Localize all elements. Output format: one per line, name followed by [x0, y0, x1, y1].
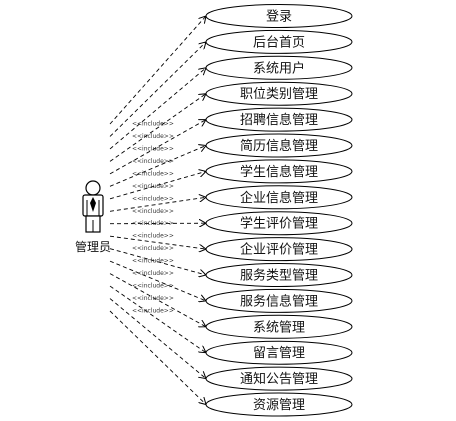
use-case-ellipse — [205, 263, 353, 287]
use-case[interactable]: 系统用户 — [205, 55, 353, 80]
use-case[interactable]: 企业信息管理 — [205, 185, 353, 210]
use-case[interactable]: 系统管理 — [205, 314, 353, 339]
use-case-label: 后台首页 — [253, 35, 305, 50]
include-label: <<include>> — [132, 208, 174, 215]
use-case-list: 登录后台首页系统用户职位类别管理招聘信息管理简历信息管理学生信息管理企业信息管理… — [205, 4, 353, 417]
use-case-ellipse — [205, 288, 353, 313]
use-case-label: 服务信息管理 — [240, 293, 318, 309]
use-case-label: 登录 — [266, 10, 292, 25]
use-case-label: 企业评价管理 — [240, 242, 318, 258]
include-arrow — [109, 310, 206, 405]
include-arrow — [109, 260, 206, 301]
use-case[interactable]: 留言管理 — [205, 340, 353, 365]
use-case-ellipse — [205, 107, 353, 132]
include-arrow — [109, 197, 206, 212]
include-label: <<include>> — [132, 170, 174, 177]
use-case-label: 简历信息管理 — [240, 138, 318, 154]
include-label: <<include>> — [132, 233, 174, 240]
use-case[interactable]: 登录 — [205, 4, 353, 28]
include-arrow — [109, 171, 206, 200]
actor[interactable]: 管理员 — [75, 180, 111, 254]
include-label: <<include>> — [132, 283, 174, 290]
include-arrow — [109, 235, 206, 249]
use-case-label: 职位类别管理 — [240, 87, 318, 102]
use-case[interactable]: 服务类型管理 — [205, 263, 353, 287]
use-case-label: 系统管理 — [253, 320, 305, 335]
include-label: <<include>> — [132, 158, 174, 165]
use-case[interactable]: 服务信息管理 — [205, 288, 353, 313]
use-case-label: 资源管理 — [253, 398, 305, 413]
use-case-ellipse — [205, 185, 353, 210]
include-links: <<include>> <<include>> <<include>> <<inclu… — [109, 16, 206, 405]
use-case-ellipse — [205, 29, 353, 54]
include-arrow — [109, 273, 206, 327]
use-case-ellipse — [205, 211, 353, 236]
include-arrow — [109, 248, 206, 275]
use-case[interactable]: 通知公告管理 — [205, 366, 353, 391]
include-arrow — [109, 120, 206, 175]
use-case-ellipse — [205, 366, 353, 391]
include-label: <<include>> — [132, 220, 174, 227]
use-case[interactable]: 后台首页 — [205, 29, 353, 54]
use-case-label: 服务类型管理 — [240, 268, 318, 284]
use-case[interactable]: 学生信息管理 — [205, 159, 353, 184]
use-case-label: 企业信息管理 — [240, 190, 318, 206]
use-case-ellipse — [205, 314, 353, 339]
use-case-ellipse — [205, 81, 353, 106]
use-case-label: 留言管理 — [253, 346, 305, 361]
include-arrow — [109, 42, 206, 137]
use-case[interactable]: 企业评价管理 — [205, 237, 353, 262]
use-case-ellipse — [205, 237, 353, 262]
use-case-ellipse — [205, 4, 353, 28]
include-arrow — [109, 16, 206, 125]
include-label: <<include>> — [132, 308, 174, 315]
include-arrow — [109, 94, 206, 162]
use-case[interactable]: 学生评价管理 — [205, 211, 353, 236]
include-arrow — [109, 285, 206, 353]
use-case-label: 系统用户 — [253, 60, 305, 76]
include-arrow — [109, 223, 206, 224]
use-case[interactable]: 简历信息管理 — [205, 133, 353, 158]
include-label: <<include>> — [132, 295, 174, 302]
use-case-ellipse — [205, 133, 353, 158]
use-case-ellipse — [205, 340, 353, 365]
include-label: <<include>> — [132, 270, 174, 277]
include-arrow — [109, 146, 206, 187]
include-label: <<include>> — [132, 245, 174, 252]
actor-label: 管理员 — [75, 239, 111, 254]
actor-tie-icon — [90, 197, 96, 212]
use-case-label: 学生评价管理 — [240, 216, 318, 232]
use-case[interactable]: 职位类别管理 — [205, 81, 353, 106]
actor-head-icon — [85, 180, 101, 196]
include-label: <<include>> — [132, 121, 174, 128]
use-case[interactable]: 招聘信息管理 — [205, 107, 353, 132]
use-case-ellipse — [205, 55, 353, 80]
use-case-ellipse — [205, 392, 353, 417]
use-case-ellipse — [205, 159, 353, 184]
include-label: <<include>> — [132, 133, 174, 140]
include-label: <<include>> — [132, 258, 174, 265]
include-label: <<include>> — [132, 195, 174, 202]
use-case-label: 学生信息管理 — [240, 164, 318, 180]
use-case-label: 招聘信息管理 — [240, 112, 318, 128]
use-case-label: 通知公告管理 — [240, 371, 318, 387]
include-label: <<include>> — [132, 145, 174, 152]
use-case[interactable]: 资源管理 — [205, 392, 353, 417]
